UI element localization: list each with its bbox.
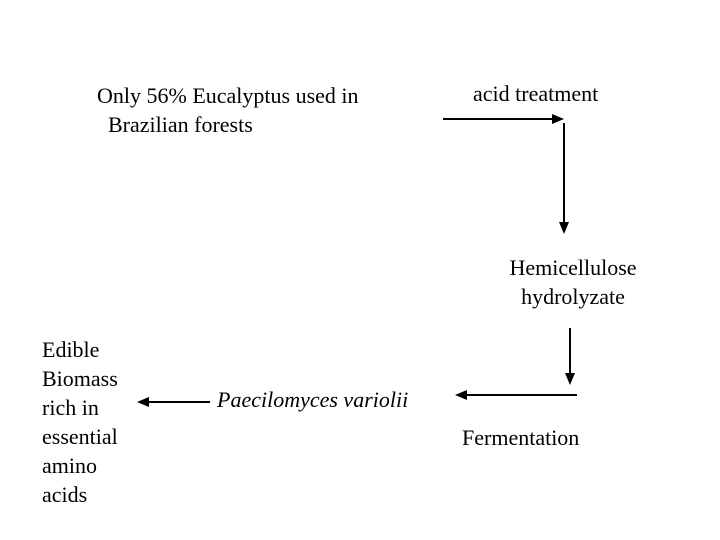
edible-biomass-label: Edible Biomass rich in essential amino a… bbox=[42, 335, 118, 509]
fermentation-label: Fermentation bbox=[462, 425, 580, 450]
hemicellulose-label-line1: Hemicellulose bbox=[509, 255, 637, 280]
acid-treatment-label: acid treatment bbox=[473, 81, 599, 106]
fermentation-to-paecilomyces-arrow bbox=[455, 390, 577, 400]
acid-treatment-arrow bbox=[443, 114, 564, 124]
edible-biomass-line: rich in bbox=[42, 395, 99, 420]
edible-biomass-line: Biomass bbox=[42, 366, 118, 391]
hemicellulose-label: Hemicellulose hydrolyzate bbox=[483, 253, 663, 311]
edible-biomass-line: essential bbox=[42, 424, 118, 449]
eucalyptus-note-line2: Brazilian forests bbox=[108, 112, 253, 137]
paecilomyces-label: Paecilomyces variolii bbox=[217, 387, 409, 412]
edible-biomass-line: acids bbox=[42, 482, 88, 507]
to-hydrolyzate-arrow bbox=[559, 123, 569, 234]
edible-biomass-line: Edible bbox=[42, 337, 100, 362]
paecilomyces-to-biomass-arrow bbox=[137, 397, 210, 407]
edible-biomass-line: amino bbox=[42, 453, 97, 478]
hemicellulose-label-line2: hydrolyzate bbox=[521, 284, 625, 309]
to-fermentation-arrow bbox=[565, 328, 575, 385]
eucalyptus-note-line1: Only 56% Eucalyptus used in bbox=[97, 83, 359, 108]
eucalyptus-note: Only 56% Eucalyptus used in Brazilian fo… bbox=[97, 81, 359, 139]
